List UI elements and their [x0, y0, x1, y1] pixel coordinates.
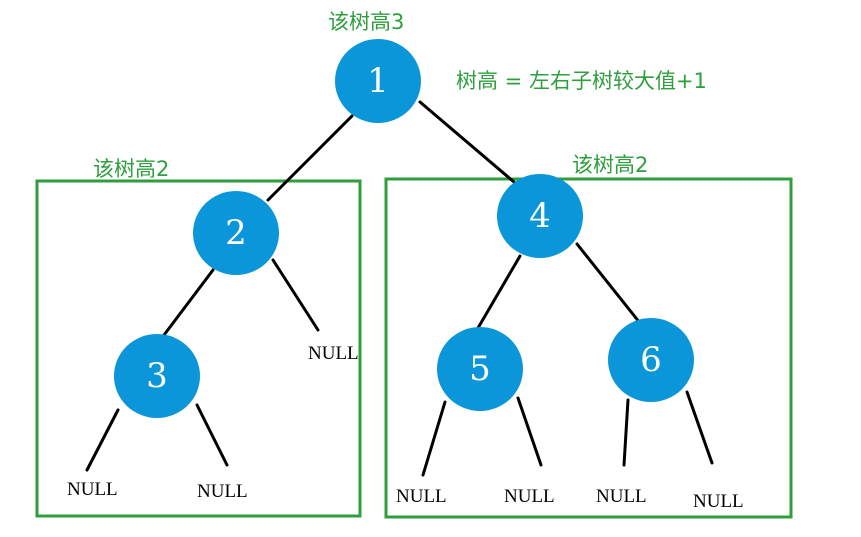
edge-5-null-left: [421, 400, 447, 477]
node-6-label: 6: [640, 340, 662, 380]
node-3-circle: [114, 334, 200, 418]
left-subtree-height-annotation: 该树高2: [93, 157, 169, 181]
null-leaf-5-right: NULL: [504, 486, 555, 507]
tree-node-3: 3: [114, 334, 200, 418]
tree-node-4: 4: [497, 174, 583, 258]
node-1-circle: [335, 39, 421, 123]
edge-4-6: [575, 242, 642, 325]
edge-3-null-left: [85, 408, 120, 472]
edge-1-4: [418, 100, 516, 184]
node-4-circle: [497, 174, 583, 258]
null-leaf-3-left: NULL: [67, 479, 118, 500]
null-leaf-2-right: NULL: [308, 343, 359, 364]
node-2-label: 2: [225, 213, 247, 253]
edge-1-2: [266, 114, 354, 202]
tree-node-5: 5: [437, 327, 523, 411]
node-3-label: 3: [146, 356, 168, 396]
node-1-label: 1: [367, 61, 389, 101]
node-2-circle: [193, 191, 279, 275]
null-leaf-3-right: NULL: [197, 481, 248, 502]
height-formula-annotation: 树高 = 左右子树较大值+1: [456, 69, 707, 93]
edge-3-null-right: [195, 403, 229, 467]
null-leaf-6-right: NULL: [693, 491, 744, 512]
edge-4-5: [476, 254, 522, 330]
null-leaf-5-left: NULL: [396, 486, 447, 507]
node-5-circle: [437, 327, 523, 411]
node-5-label: 5: [469, 349, 491, 389]
right-subtree-height-annotation: 该树高2: [572, 153, 648, 177]
left-subtree-box: [35, 179, 362, 518]
null-leaf-6-left: NULL: [596, 486, 647, 507]
right-subtree-box: [384, 177, 793, 519]
root-height-annotation: 该树高3: [328, 10, 404, 34]
edge-2-null: [271, 258, 320, 332]
edge-6-null-right: [685, 390, 714, 465]
node-4-label: 4: [529, 196, 551, 236]
edge-6-null-left: [622, 398, 630, 467]
edge-5-null-right: [516, 396, 543, 467]
tree-node-6: 6: [608, 318, 694, 402]
tree-node-2: 2: [193, 191, 279, 275]
node-6-circle: [608, 318, 694, 402]
tree-node-1: 1: [335, 39, 421, 123]
edge-2-3: [162, 268, 215, 337]
